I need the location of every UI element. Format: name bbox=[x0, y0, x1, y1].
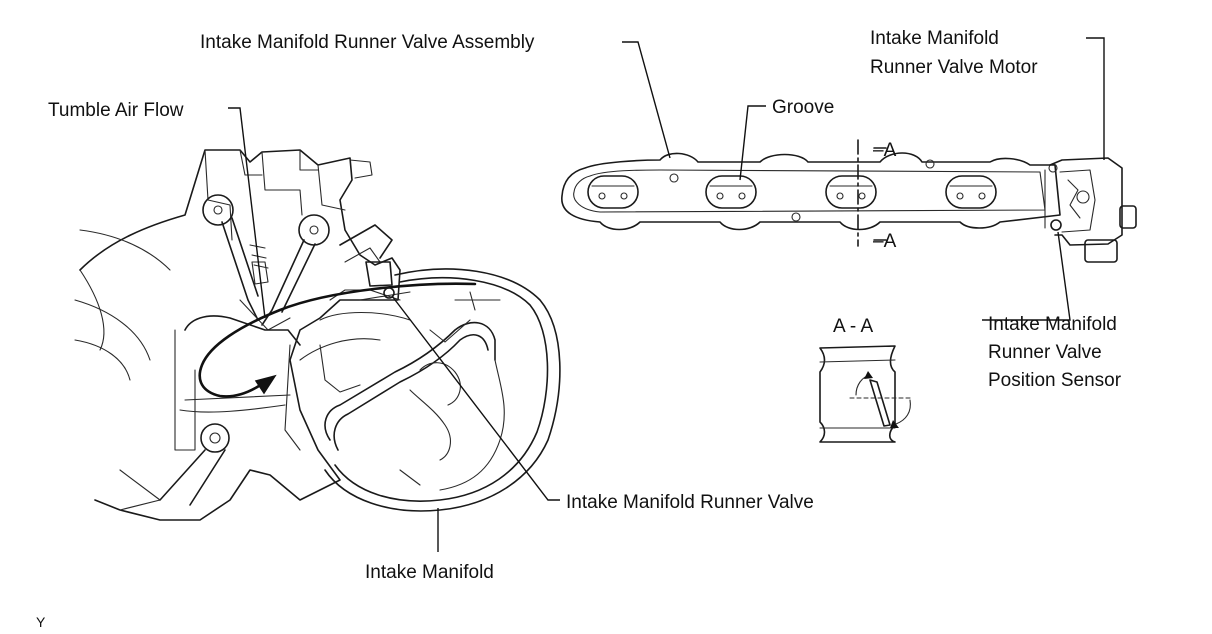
label-tumble-air-flow: Tumble Air Flow bbox=[48, 100, 184, 121]
label-position-sensor-line3: Position Sensor bbox=[988, 370, 1122, 391]
runner-port-4 bbox=[945, 175, 997, 209]
engine-cross-section bbox=[74, 149, 411, 521]
runner-valve-assembly-drawing bbox=[561, 152, 1137, 263]
intake-manifold-shell bbox=[324, 268, 561, 512]
label-section-a-bottom: –A bbox=[873, 231, 897, 252]
section-line-a bbox=[857, 139, 887, 247]
position-sensor-connector bbox=[1050, 219, 1062, 231]
runner-port-2 bbox=[705, 175, 757, 209]
runner-valve-motor-drawing bbox=[1044, 157, 1137, 263]
label-runner-valve-motor-line1: Intake Manifold bbox=[870, 28, 999, 49]
label-section-a-top: –A bbox=[873, 140, 897, 161]
corner-mark: Y bbox=[36, 614, 46, 630]
runner-port-3 bbox=[825, 175, 877, 209]
label-runner-valve-motor-line2: Runner Valve Motor bbox=[870, 57, 1038, 78]
label-groove: Groove bbox=[772, 97, 834, 118]
leader-lines bbox=[228, 37, 1105, 552]
label-position-sensor-line1: Intake Manifold bbox=[988, 314, 1117, 335]
label-runner-valve-assembly: Intake Manifold Runner Valve Assembly bbox=[200, 32, 535, 53]
labels: Intake Manifold Runner Valve Assembly In… bbox=[36, 28, 1122, 630]
runner-valve-pivot bbox=[383, 287, 395, 299]
section-a-a-detail bbox=[819, 345, 913, 443]
tumble-air-flow-arrow bbox=[198, 282, 477, 398]
label-position-sensor-line2: Runner Valve bbox=[988, 342, 1102, 363]
runner-port-1 bbox=[587, 175, 639, 209]
label-intake-manifold: Intake Manifold bbox=[365, 562, 494, 583]
label-section-view-a-a: A - A bbox=[833, 316, 873, 337]
label-runner-valve: Intake Manifold Runner Valve bbox=[566, 492, 814, 513]
